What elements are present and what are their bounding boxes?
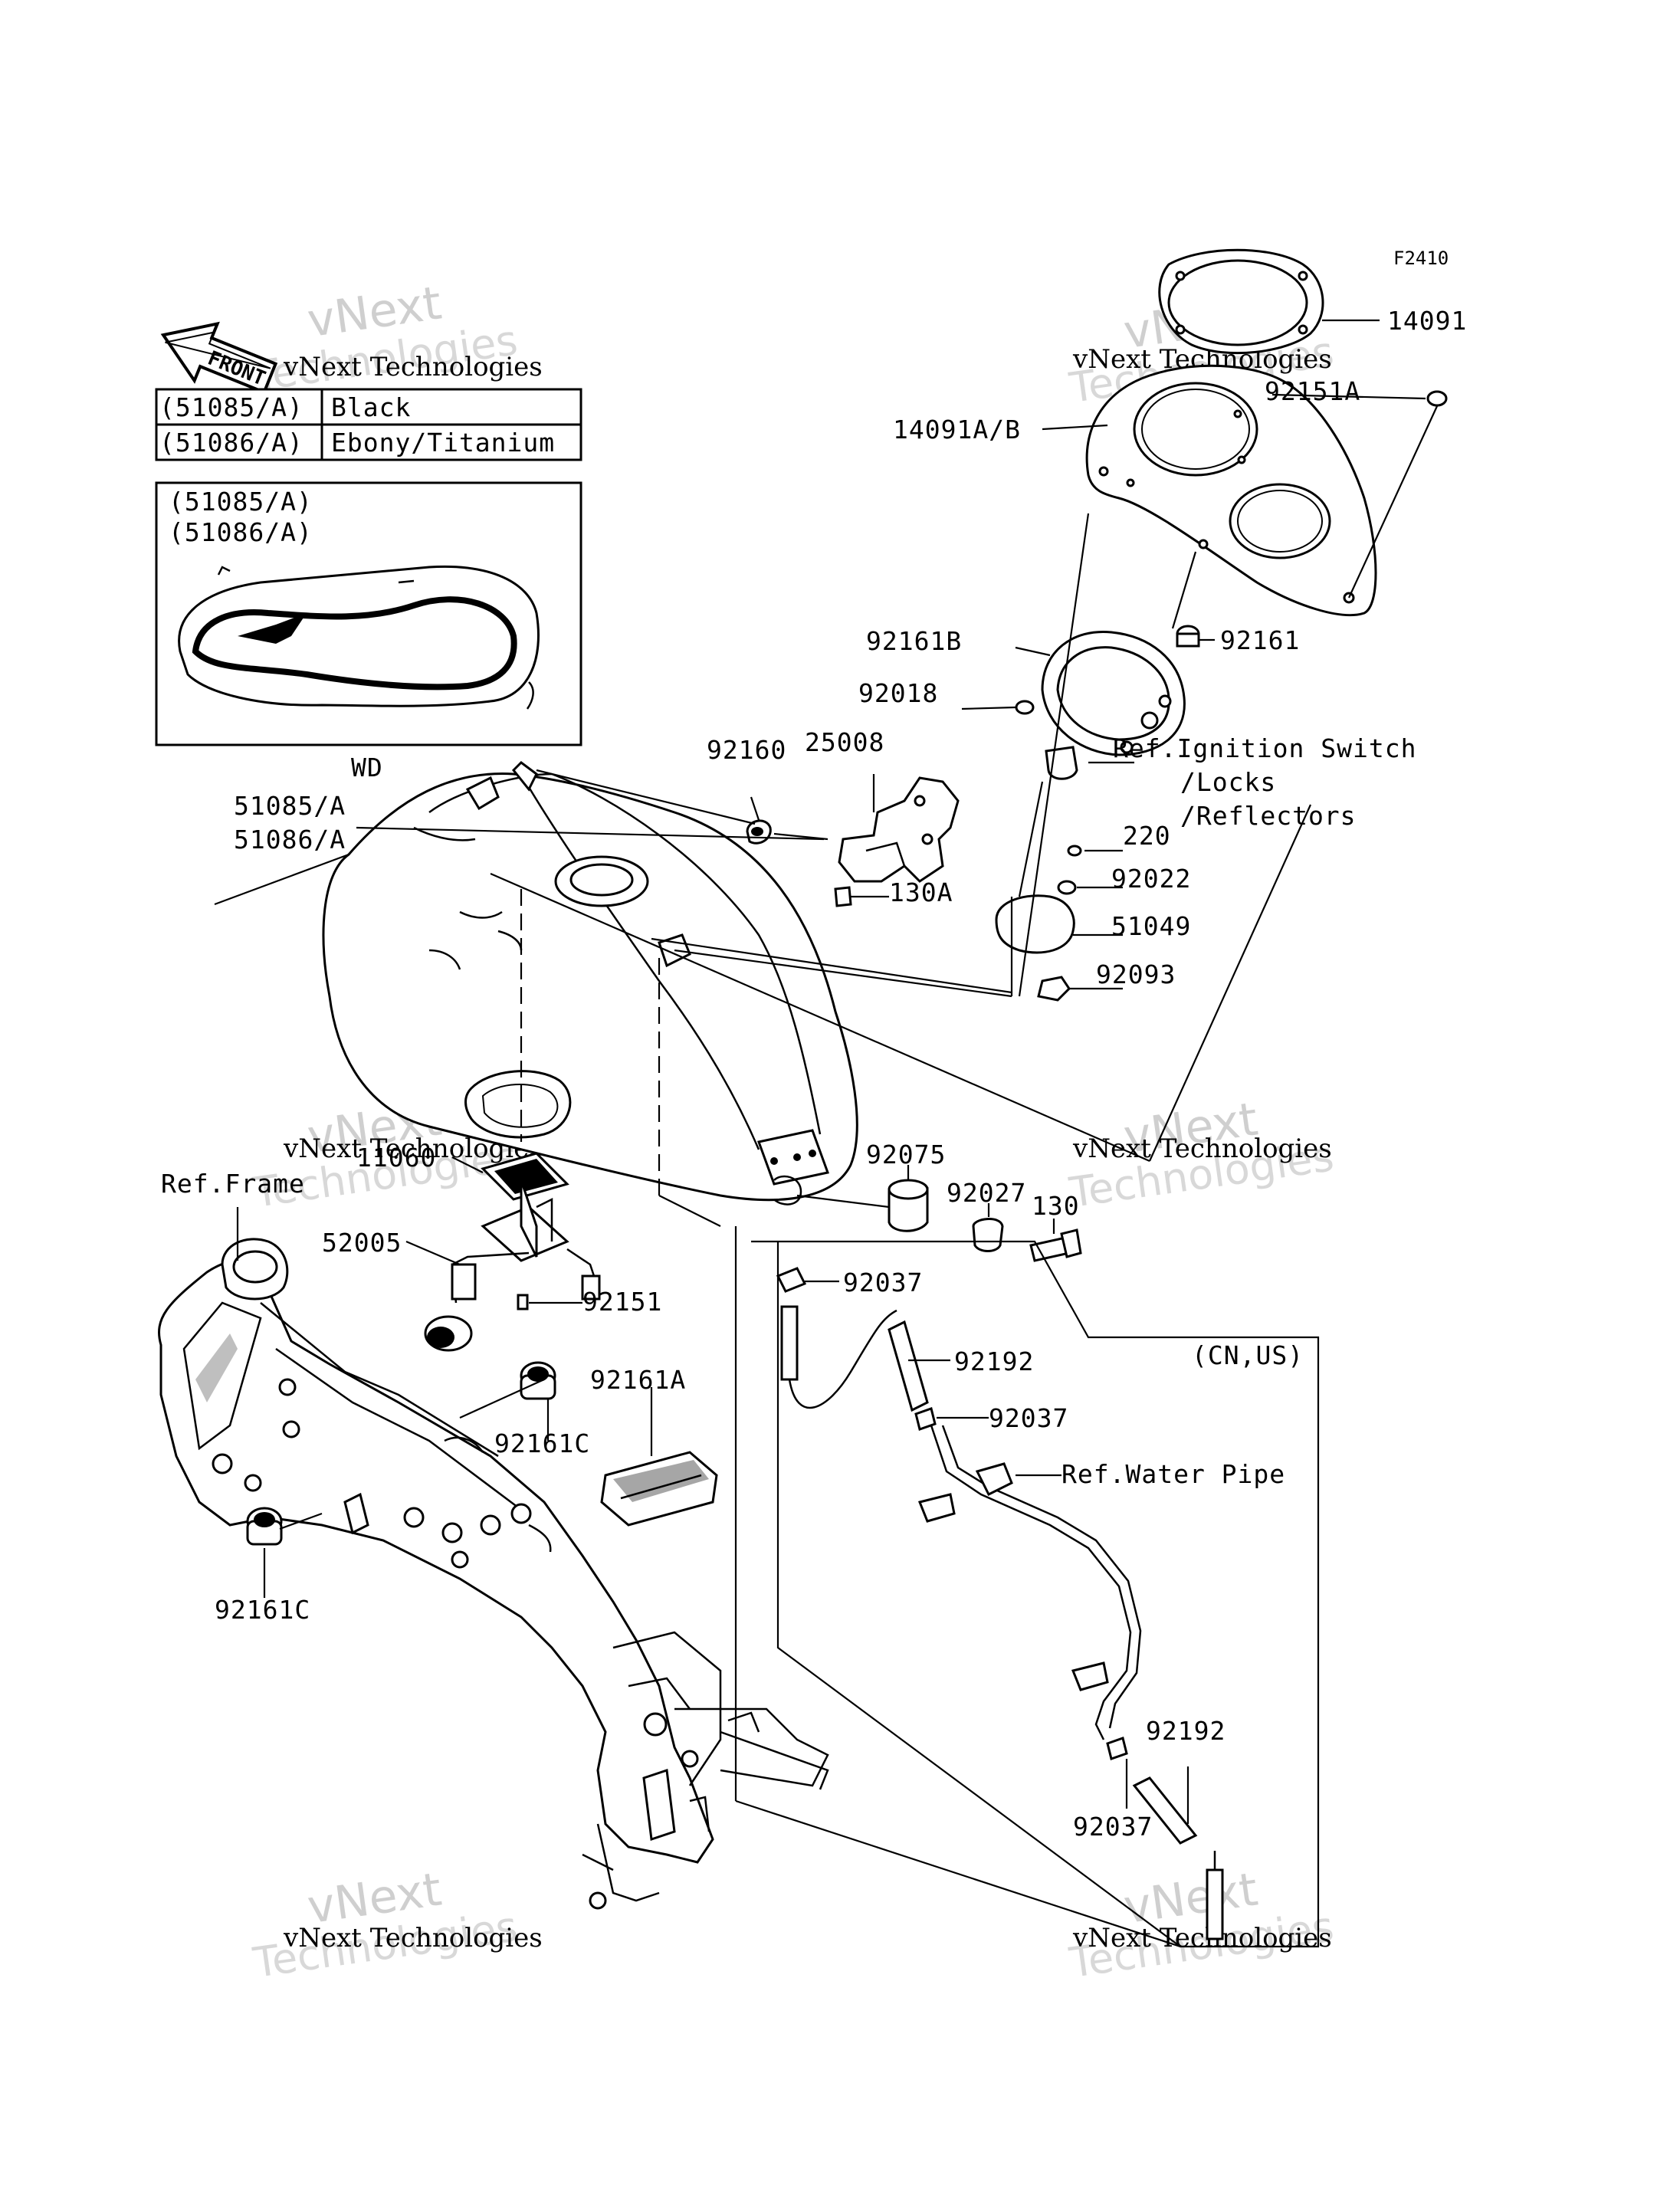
part-label: Ref.Frame (161, 1169, 305, 1199)
color-table: (51085/A) Black (51086/A) Ebony/Titanium (155, 388, 582, 461)
part-label: 92093 (1096, 959, 1176, 989)
part-label: 130 (1032, 1191, 1080, 1221)
part-label: /Reflectors (1180, 801, 1357, 831)
part-label: 92161A (590, 1365, 686, 1395)
part-label: Ref.Water Pipe (1061, 1459, 1285, 1489)
fuel-lines (776, 1179, 1224, 1940)
fuel-tank (322, 761, 858, 1205)
watermark-caption: vNext Technologies (1072, 1923, 1332, 1953)
part-label: 11060 (356, 1143, 436, 1173)
part-label: 51085/A (234, 791, 346, 821)
part-label: 92161C (215, 1595, 310, 1625)
frame (158, 1238, 829, 1910)
part-label: 92161 (1220, 625, 1300, 655)
color-table-color: Ebony/Titanium (331, 428, 555, 458)
part-label: WD (351, 753, 383, 782)
part-labels: 14091 14091A/B 92151A 92161 92161B 92018… (161, 306, 1467, 1842)
part-label: /Locks (1180, 767, 1276, 797)
inset-label: (51085/A) (169, 487, 313, 517)
part-label: 52005 (322, 1228, 402, 1258)
part-label: 92192 (1146, 1716, 1226, 1746)
part-label: 220 (1123, 821, 1171, 851)
watermark-caption: vNext Technologies (283, 1923, 543, 1953)
color-table-color: Black (331, 392, 411, 422)
part-label: 92075 (866, 1140, 946, 1169)
part-label: 92022 (1111, 864, 1191, 894)
watermark-caption: vNext Technologies (283, 352, 543, 382)
part-label: 92151A (1265, 376, 1360, 406)
part-label: 92037 (843, 1268, 923, 1297)
part-label: 92161C (494, 1429, 590, 1458)
part-label: 92151 (582, 1287, 662, 1317)
part-label: 92161B (866, 626, 962, 656)
color-table-part: (51086/A) (159, 428, 304, 458)
meter-panel-assembly (995, 248, 1448, 1002)
part-label: 130A (889, 877, 953, 907)
part-label: 92037 (1073, 1812, 1153, 1842)
part-label: 25008 (805, 727, 884, 757)
part-label: 92037 (989, 1403, 1068, 1433)
part-label: 14091A/B (893, 415, 1021, 444)
leader-lines (214, 319, 1438, 1948)
bracket-25008 (746, 776, 960, 907)
part-label: (CN,US) (1192, 1340, 1304, 1370)
diagram-code: F2410 (1393, 248, 1449, 269)
part-label: 92160 (707, 735, 786, 765)
inset-label: (51086/A) (169, 517, 313, 547)
fuel-pump-assembly (424, 1152, 601, 1352)
part-label: 51086/A (234, 825, 346, 854)
part-label: 92192 (954, 1347, 1034, 1376)
part-label: 92018 (858, 678, 938, 708)
watermark-caption: vNext Technologies (1072, 1133, 1332, 1164)
part-label: Ref.Ignition Switch (1113, 733, 1417, 763)
part-label: 51049 (1111, 911, 1191, 941)
tank-livery-inset: (51085/A) (51086/A) (155, 481, 582, 746)
color-table-part: (51085/A) (159, 392, 304, 422)
part-label: 14091 (1387, 306, 1467, 336)
rubber-cushions (246, 1361, 718, 1546)
part-label: 92027 (947, 1178, 1026, 1208)
